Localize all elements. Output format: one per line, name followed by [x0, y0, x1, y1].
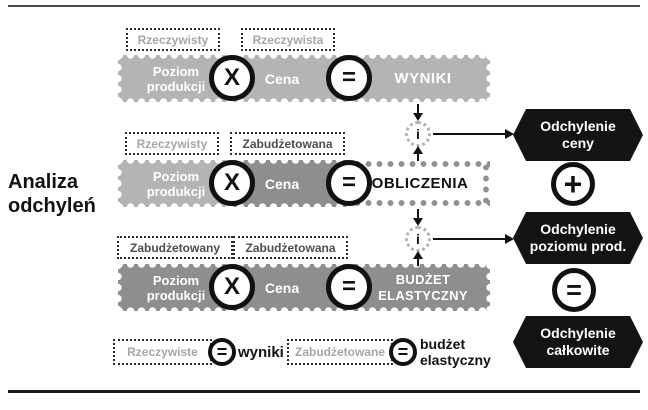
equals-icon: =: [326, 55, 372, 101]
mixed-row-bar: Poziom produkcji X Cena = OBLICZENIA: [114, 156, 490, 211]
actual-production-level-l2: produkcji: [146, 78, 206, 94]
label-mixed-quantity-text: Rzeczywisty: [136, 136, 208, 151]
legend-actual-label: Rzeczywiste: [127, 345, 198, 359]
calculations-box: OBLICZENIA: [350, 160, 490, 207]
budget-production-level-l1: Poziom: [152, 272, 200, 288]
multiply-glyph: X: [223, 273, 240, 300]
mixed-production-level-l1: Poziom: [152, 168, 200, 184]
equals-icon: =: [552, 268, 596, 312]
info-glyph: i: [416, 231, 420, 247]
multiply-icon: X: [209, 55, 255, 101]
mixed-price-text: Cena: [264, 175, 300, 192]
bottom-divider: [8, 390, 640, 393]
total-variance-l1: Odchylenie: [540, 325, 616, 341]
label-mixed-price: Zabudżetowana: [230, 132, 345, 155]
legend-actual-value-text: wyniki: [238, 344, 284, 361]
label-budget-quantity-text: Zabudżetowany: [129, 240, 220, 255]
budget-row-bar: Poziom produkcji X Cena = BUDŻET ELASTYC…: [114, 260, 494, 315]
plus-icon: +: [551, 162, 595, 206]
equals-glyph: =: [341, 169, 356, 196]
mixed-production-level-l2: produkcji: [146, 183, 206, 199]
arrow-up-icon: [413, 146, 423, 161]
label-actual-quantity-text: Rzeczywisty: [137, 32, 209, 47]
price-variance-l2: ceny: [562, 135, 594, 151]
info-icon: i: [405, 226, 431, 252]
label-actual-price: Rzeczywista: [241, 28, 335, 51]
legend-actual-value: wyniki: [238, 344, 284, 361]
top-divider: [8, 5, 640, 7]
legend-budget-value-l1: budżet: [420, 336, 466, 352]
volume-variance-l1: Odchylenie: [540, 221, 616, 237]
budget-result-l1: BUDŻET: [395, 271, 451, 287]
volume-variance-badge: Odchylenie poziomu prod.: [513, 212, 643, 264]
arrow-right-icon: [433, 129, 514, 139]
multiply-icon: X: [209, 264, 255, 310]
calculations-text: OBLICZENIA: [371, 175, 469, 192]
budget-production-level-l2: produkcji: [146, 287, 206, 303]
page-title-line2: odchyleń: [8, 195, 96, 217]
equals-glyph: =: [341, 273, 356, 300]
label-mixed-quantity: Rzeczywisty: [125, 132, 219, 155]
equals-icon: =: [208, 338, 236, 366]
multiply-icon: X: [209, 160, 255, 206]
equals-icon: =: [326, 264, 372, 310]
equals-icon: =: [326, 160, 372, 206]
actual-result-text: WYNIKI: [394, 70, 452, 87]
total-variance-badge: Odchylenie całkowite: [513, 316, 643, 368]
label-mixed-price-text: Zabudżetowana: [242, 136, 333, 151]
actual-row-bar: Poziom produkcji X Cena = WYNIKI: [114, 51, 494, 106]
info-glyph: i: [416, 126, 420, 142]
equals-glyph: =: [397, 342, 409, 362]
equals-glyph: =: [216, 342, 228, 362]
multiply-glyph: X: [223, 64, 240, 91]
volume-variance-l2: poziomu prod.: [529, 238, 627, 254]
actual-price-text: Cena: [264, 70, 300, 87]
budget-price-text: Cena: [264, 279, 300, 296]
equals-glyph: =: [566, 274, 582, 305]
plus-glyph: +: [563, 166, 583, 202]
total-variance-l2: całkowite: [546, 342, 610, 358]
arrow-down-icon: [413, 104, 423, 121]
legend-budget-box: Zabudżetowane: [287, 339, 393, 365]
label-budget-price: Zabudżetowana: [233, 236, 348, 259]
price-variance-badge: Odchylenie ceny: [513, 109, 643, 161]
price-variance-l1: Odchylenie: [540, 118, 616, 134]
actual-production-level-l1: Poziom: [152, 63, 200, 79]
legend-budget-label: Zabudżetowane: [294, 345, 385, 359]
legend-budget-value: budżet elastyczny: [420, 336, 491, 368]
arrow-right-icon: [433, 234, 514, 244]
page-title-line1: Analiza: [8, 171, 79, 193]
arrow-down-icon: [413, 209, 423, 226]
multiply-glyph: X: [223, 169, 240, 196]
label-budget-price-text: Zabudżetowana: [245, 240, 336, 255]
arrow-up-icon: [413, 251, 423, 266]
label-actual-quantity: Rzeczywisty: [126, 28, 220, 51]
budget-result: BUDŻET ELASTYCZNY: [358, 264, 488, 311]
page-title: Analiza odchyleń: [8, 170, 96, 218]
actual-result: WYNIKI: [358, 55, 488, 102]
label-budget-quantity: Zabudżetowany: [117, 236, 233, 259]
legend-actual-box: Rzeczywiste: [113, 339, 212, 365]
legend-budget-value-l2: elastyczny: [420, 352, 491, 368]
equals-glyph: =: [341, 64, 356, 91]
info-icon: i: [405, 121, 431, 147]
budget-result-l2: ELASTYCZNY: [378, 287, 468, 303]
label-actual-price-text: Rzeczywista: [252, 32, 324, 47]
equals-icon: =: [389, 338, 417, 366]
